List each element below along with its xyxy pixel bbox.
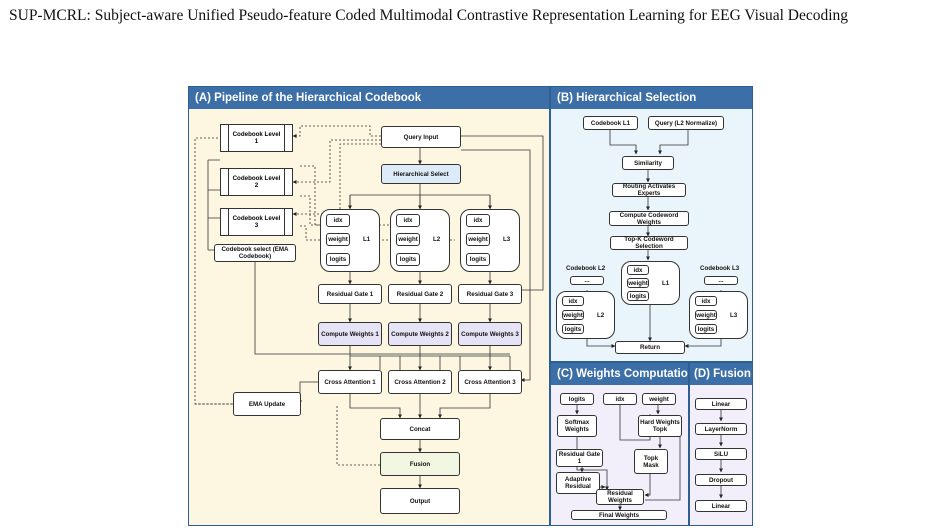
l3-idx: idx [466,214,490,227]
c-weight: weight [642,393,676,405]
c-residual-gate-1: Residual Gate 1 [556,449,603,467]
codebook-l3-label: Codebook L3 [700,265,740,272]
l1-idx: idx [326,214,350,227]
residual-gate-1: Residual Gate 1 [318,284,382,304]
query-l2-normalize: Query (L2 Normalize) [648,116,724,130]
hard-weights-topk: Hard Weights Topk [638,415,682,437]
d-silu: SiLU [695,448,747,460]
similarity: Similarity [622,156,674,170]
panel-a-title: (A) Pipeline of the Hierarchical Codeboo… [189,87,549,109]
compute-weights-1: Compute Weights 1 [318,322,382,346]
residual-weights: Residual Weights [596,489,644,505]
codebook-l1: Codebook L1 [583,116,638,130]
c-logits: logits [560,393,594,405]
cross-attention-2: Cross Attention 2 [388,370,452,394]
b-l1-idx: idx [627,265,649,275]
panel-d-title: (D) Fusion [690,363,752,385]
page-title: SUP-MCRL: Subject-aware Unified Pseudo-f… [9,7,849,24]
codebook-l3-ellipsis: ... [704,276,738,285]
codebook-level-2: Codebook Level 2 [220,168,293,196]
fusion: Fusion [380,452,460,476]
routing-activates-experts: Routing Activates Experts [612,183,686,197]
b-l2-weight: weight [562,310,584,320]
b-l3-logits: logits [695,324,717,334]
d-layernorm: LayerNorm [695,423,747,435]
topk-mask: Topk Mask [634,449,668,474]
residual-gate-2: Residual Gate 2 [388,284,452,304]
l1-logits: logits [326,253,350,266]
panel-b-title: (B) Hierarchical Selection [551,87,752,109]
codebook-level-1: Codebook Level 1 [220,124,293,152]
compute-weights-2: Compute Weights 2 [388,322,452,346]
b-l3-weight: weight [695,310,717,320]
l2-idx: idx [396,214,420,227]
codebook-select: Codebook select (EMA Codebook) [214,244,296,262]
adaptive-residual: Adaptive Residual [556,472,600,494]
b-l1-weight: weight [627,278,649,288]
cross-attention-1: Cross Attention 1 [318,370,382,394]
l1-label: L1 [363,236,371,243]
l2-weight: weight [396,233,420,246]
panel-c-title: (C) Weights Computation [551,363,688,385]
d-dropout: Dropout [695,474,747,486]
l3-logits: logits [466,253,490,266]
b-l1-logits: logits [627,291,649,301]
compute-weights-3: Compute Weights 3 [458,322,522,346]
d-linear-1: Linear [695,398,747,410]
output: Output [380,488,460,514]
query-input: Query Input [381,126,461,148]
return: Return [615,341,685,354]
b-l2-idx: idx [562,296,584,306]
topk-codeword-selection: Top-K Codeword Selection [610,236,688,250]
b-l3-idx: idx [695,296,717,306]
d-linear-2: Linear [695,500,747,512]
residual-gate-3: Residual Gate 3 [458,284,522,304]
b-l2-logits: logits [562,324,584,334]
l2-logits: logits [396,253,420,266]
l1-weight: weight [326,233,350,246]
l2-label: L2 [433,236,441,243]
ema-update: EMA Update [233,392,301,416]
l3-label: L3 [503,236,511,243]
b-l3-label: L3 [730,312,738,319]
concat: Concat [380,418,460,440]
softmax-weights: Softmax Weights [557,415,597,437]
c-idx: idx [603,393,637,405]
cross-attention-3: Cross Attention 3 [458,370,522,394]
b-l2-label: L2 [597,312,605,319]
codebook-level-3: Codebook Level 3 [220,208,293,236]
codebook-l2-label: Codebook L2 [566,265,606,272]
compute-codeword-weights: Compute Codeword Weights [609,211,689,226]
b-l1-label: L1 [662,280,670,287]
codebook-l2-ellipsis: ... [570,276,604,285]
hierarchical-select: Hierarchical Select [381,164,461,184]
final-weights: Final Weights [571,510,667,520]
l3-weight: weight [466,233,490,246]
